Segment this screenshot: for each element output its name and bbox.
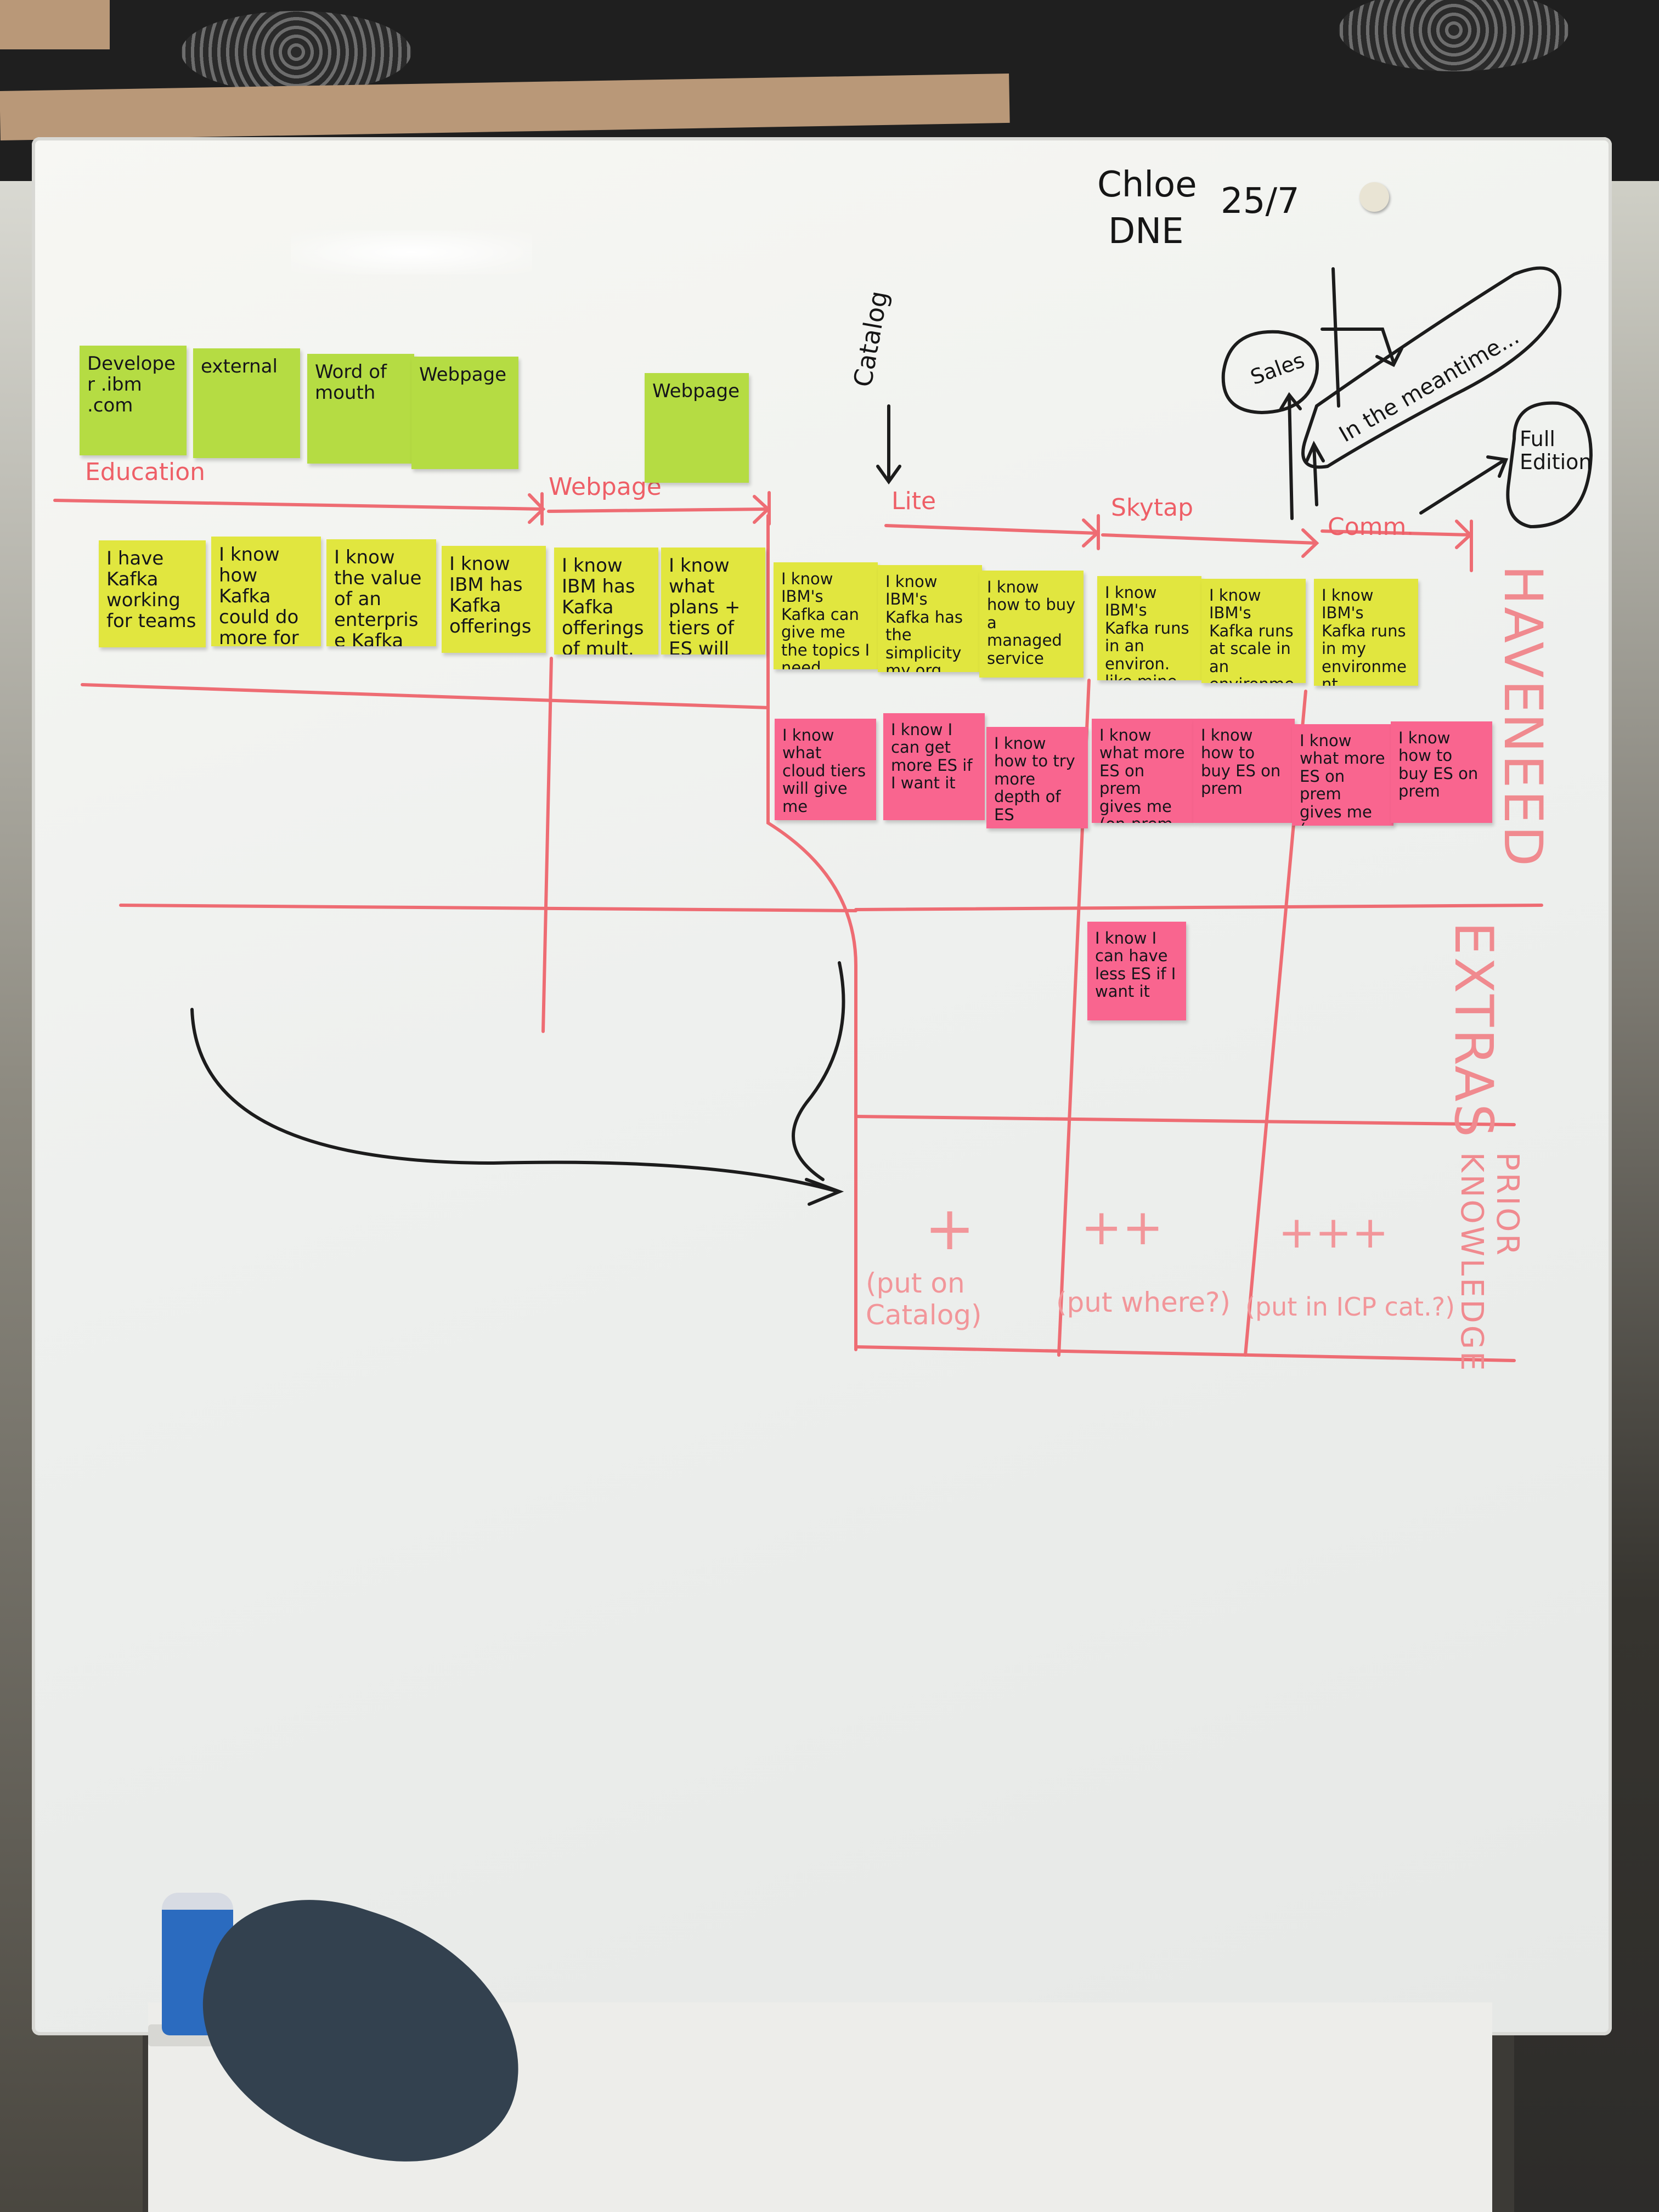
have-note: I have Kafka working for teams (99, 540, 206, 647)
curved-arrow-head (805, 1178, 844, 1206)
author-code: DNE (1108, 211, 1184, 252)
extras-note: I know I can have less ES if I want it (1087, 922, 1186, 1020)
date-label: 25/7 (1221, 181, 1300, 222)
diagram-line (1331, 267, 1340, 408)
stage-arrow (547, 507, 770, 513)
prior-mark: ++ (1081, 1199, 1164, 1256)
row-divider (854, 1115, 1516, 1126)
catalog-arrow-head (876, 465, 901, 485)
stage-label-comm: Comm. (1328, 513, 1414, 541)
prior-text: (put where?) (1056, 1286, 1231, 1318)
have-note: I know IBM's Kafka runs in my environmen… (1314, 579, 1418, 686)
row-label-have: HAVE (1492, 565, 1554, 716)
diagram-line (1312, 443, 1318, 506)
prior-text: (put on Catalog) (866, 1267, 982, 1331)
have-note: I know the value of an enterprise Kafka (326, 539, 436, 646)
prior-mark: +++ (1278, 1207, 1389, 1258)
stage-arrow (1101, 533, 1318, 545)
channel-note: external (193, 348, 300, 458)
diagram-arrow-head (1486, 455, 1509, 478)
need-note: I know what more ES on prem gives me (on… (1092, 719, 1193, 823)
need-note: I know I can get more ES if I want it (883, 713, 985, 820)
channel-note: Word of mouth (307, 354, 414, 464)
need-note: I know what more ES on prem gives me (on… (1292, 724, 1393, 826)
stage-label-skytap: Skytap (1111, 494, 1194, 522)
diagram-arrow-head (1279, 392, 1302, 410)
channel-note: Webpage (645, 373, 749, 483)
stage-arrow (1321, 529, 1472, 537)
row-divider (81, 683, 770, 709)
need-note: I know how to try more depth of ES (986, 727, 1088, 828)
need-note: I know what cloud tiers will give me (775, 719, 876, 820)
have-note: I know IBM has Kafka offerings of mult. … (554, 548, 658, 654)
prior-text: (put in ICP cat.?) (1245, 1292, 1455, 1322)
row-divider (119, 904, 857, 912)
have-note: I know how Kafka could do more for us (211, 537, 321, 646)
stage-arrow (884, 524, 1099, 535)
stage-label-lite: Lite (891, 487, 936, 515)
have-note: I know IBM's Kafka can give me the topic… (774, 562, 878, 669)
diagram-arrow-head (1305, 441, 1325, 462)
row-label-extras: EXTRAS (1443, 922, 1504, 1139)
stage-arrow (53, 499, 545, 511)
light-reflection (291, 230, 532, 274)
row-divider (854, 904, 1543, 911)
have-note: I know what plans + tiers of ES will get… (661, 548, 765, 654)
prior-mark: + (924, 1193, 975, 1263)
row-label-need: NEED (1492, 713, 1554, 869)
diagram-full-edition-label: Full Edition (1520, 427, 1592, 474)
diagram-ellipse-sales (1221, 330, 1319, 415)
row-label-prior-knowledge: PRIOR KNOWLEDGE? (1454, 1152, 1525, 1372)
diagram-line (1288, 393, 1294, 520)
row-divider (854, 1345, 1516, 1362)
ceiling-beam (0, 0, 110, 49)
stage-label-education: Education (85, 458, 206, 486)
column-divider (541, 657, 553, 1033)
stage-label-webpage: Webpage (549, 473, 662, 501)
have-note: I know IBM has Kafka offerings (442, 546, 546, 653)
magnet-pin (1359, 182, 1389, 212)
column-divider (766, 514, 857, 1351)
diagram-line (1321, 328, 1395, 364)
ceiling-vent (1339, 0, 1569, 71)
need-note: I know how to buy ES on prem (1391, 721, 1492, 823)
diagram-arrow-head (1375, 347, 1403, 368)
ceiling-vent (181, 11, 411, 93)
have-note: I know how to buy a managed service (979, 571, 1084, 678)
channel-note: Webpage (411, 357, 518, 469)
need-note: I know how to buy ES on prem (1193, 719, 1295, 823)
stage-arrow-head (1301, 528, 1319, 558)
diagram-line (1419, 459, 1505, 515)
diagram-blob-meantime (1301, 266, 1562, 469)
have-note: I know IBM's Kafka runs in an environ. l… (1097, 576, 1201, 680)
author-name: Chloe (1097, 165, 1197, 205)
diagram-ellipse-full (1506, 401, 1593, 529)
channel-note: Developer .ibm .com (80, 346, 187, 455)
have-note: I know IBM's Kafka runs at scale in an e… (1201, 579, 1306, 683)
curved-arrow (190, 1008, 836, 1192)
have-note: I know IBM's Kafka has the simplicity my… (878, 565, 982, 672)
curved-arrow (792, 961, 845, 1181)
